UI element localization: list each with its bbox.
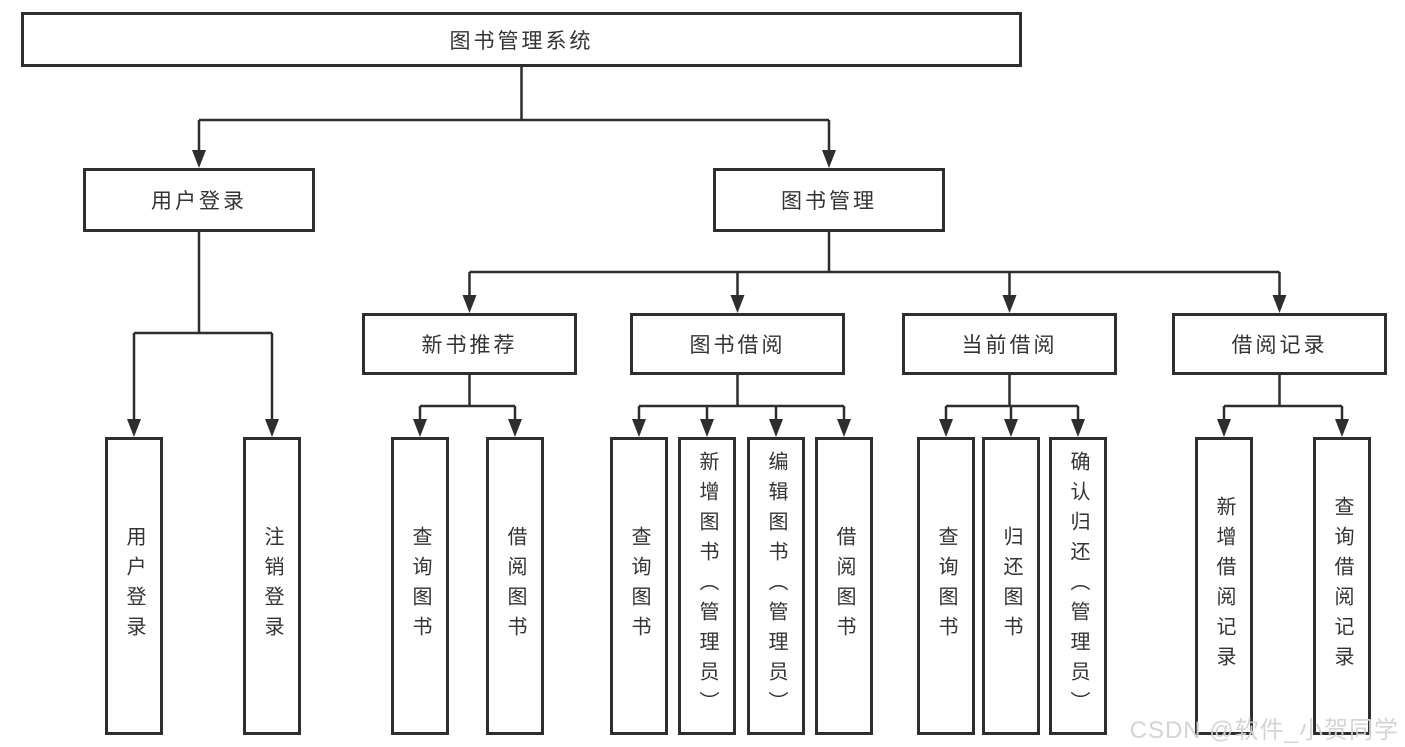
leaf-query-book-recommend: 查询图书 <box>391 437 449 735</box>
leaf-add-book-admin: 新增图书（管理员） <box>678 437 736 735</box>
node-book-management-label: 图书管理 <box>781 190 877 213</box>
node-root-label: 图书管理系统 <box>449 29 594 53</box>
node-user-login-label: 用户登录 <box>151 190 247 213</box>
leaf-edit-book-admin: 编辑图书（管理员） <box>747 437 805 735</box>
leaf-confirm-return-admin: 确认归还（管理员） <box>1049 437 1107 735</box>
node-borrow-records-label: 借阅记录 <box>1231 334 1328 357</box>
node-root: 图书管理系统 <box>21 12 1022 67</box>
leaf-logout: 注销登录 <box>243 437 301 735</box>
leaf-add-borrow-record-label: 新增借阅记录 <box>1213 496 1235 676</box>
node-borrow-records: 借阅记录 <box>1172 313 1387 375</box>
leaf-query-book-current-label: 查询图书 <box>935 526 957 646</box>
node-current-borrow-label: 当前借阅 <box>961 334 1058 357</box>
arrowheads <box>127 150 1349 437</box>
leaf-query-book-recommend-label: 查询图书 <box>409 526 431 646</box>
leaf-borrow-book: 借阅图书 <box>815 437 873 735</box>
leaf-borrow-book-recommend-label: 借阅图书 <box>504 526 526 646</box>
leaf-borrow-book-recommend: 借阅图书 <box>486 437 544 735</box>
leaf-borrow-book-label: 借阅图书 <box>833 526 855 646</box>
node-new-book-recommend-label: 新书推荐 <box>421 334 518 357</box>
leaf-logout-label: 注销登录 <box>261 526 283 646</box>
node-book-borrow-label: 图书借阅 <box>689 334 786 357</box>
leaf-edit-book-admin-label: 编辑图书（管理员） <box>765 451 787 721</box>
leaf-user-login: 用户登录 <box>105 437 163 735</box>
node-book-borrow: 图书借阅 <box>630 313 845 375</box>
leaf-query-borrow-record: 查询借阅记录 <box>1313 437 1371 735</box>
leaf-return-book: 归还图书 <box>982 437 1040 735</box>
leaf-query-book-borrow: 查询图书 <box>610 437 668 735</box>
node-book-management: 图书管理 <box>713 168 945 232</box>
node-current-borrow: 当前借阅 <box>902 313 1117 375</box>
leaf-return-book-label: 归还图书 <box>1000 526 1022 646</box>
leaf-query-book-current: 查询图书 <box>917 437 975 735</box>
leaf-user-login-label: 用户登录 <box>123 526 145 646</box>
leaf-add-book-admin-label: 新增图书（管理员） <box>696 451 718 721</box>
leaf-query-book-borrow-label: 查询图书 <box>628 526 650 646</box>
watermark: CSDN @软件_小贺同学 <box>1129 717 1399 744</box>
node-new-book-recommend: 新书推荐 <box>362 313 577 375</box>
node-user-login: 用户登录 <box>83 168 315 232</box>
leaf-add-borrow-record: 新增借阅记录 <box>1195 437 1253 735</box>
leaf-confirm-return-admin-label: 确认归还（管理员） <box>1067 451 1089 721</box>
leaf-query-borrow-record-label: 查询借阅记录 <box>1331 496 1353 676</box>
